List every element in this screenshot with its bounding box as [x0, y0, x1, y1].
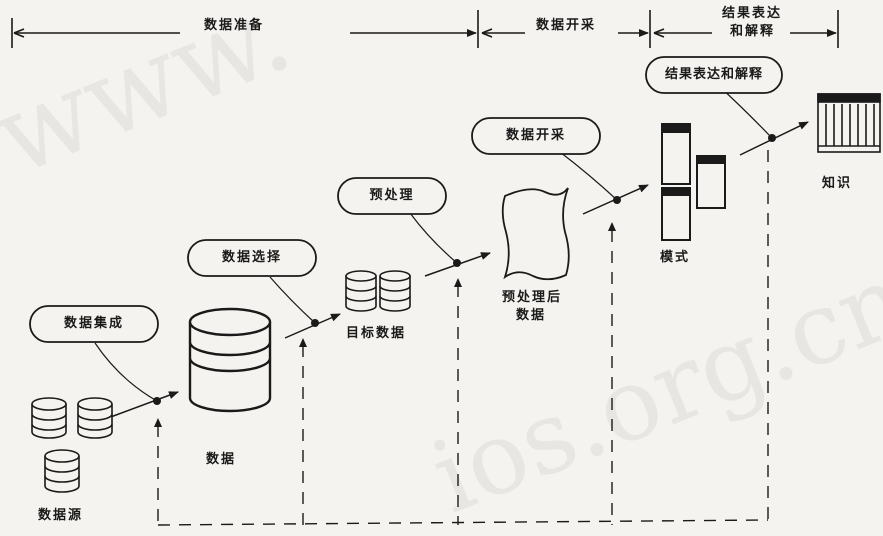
step-interpret: 结果表达和解释 [664, 67, 763, 82]
stage-bracket-lines [11, 10, 839, 48]
node-label-patterns: 模式 [660, 250, 691, 265]
data-cylinder-icon [188, 307, 272, 413]
knowledge-icon [817, 93, 881, 153]
node-label-knowledge: 知识 [822, 176, 853, 191]
stage-label-prep: 数据准备 [204, 18, 265, 33]
data-sources-icon [31, 397, 113, 493]
node-label-sources: 数据源 [38, 508, 84, 523]
preprocessed-data-icon [501, 187, 570, 281]
stage-label-mining: 数据开采 [536, 18, 597, 33]
step-integration: 数据集成 [63, 316, 124, 331]
feedback-arrowheads [154, 222, 616, 427]
step-mining: 数据开采 [505, 128, 566, 143]
stage-label-result-2: 和解释 [730, 24, 776, 39]
target-data-icon [345, 270, 411, 312]
stage-label-result-1: 结果表达 [722, 6, 783, 21]
node-label-preprocessed-2: 数据 [516, 308, 547, 323]
node-label-data: 数据 [206, 452, 237, 467]
step-selection: 数据选择 [221, 250, 282, 265]
node-label-target: 目标数据 [346, 326, 407, 341]
feedback-dashed-lines [157, 150, 769, 526]
step-preprocess: 预处理 [369, 188, 415, 203]
patterns-icon [661, 123, 726, 241]
junction-dots [153, 134, 776, 405]
step-pills [29, 56, 783, 343]
node-label-preprocessed-1: 预处理后 [502, 290, 563, 305]
